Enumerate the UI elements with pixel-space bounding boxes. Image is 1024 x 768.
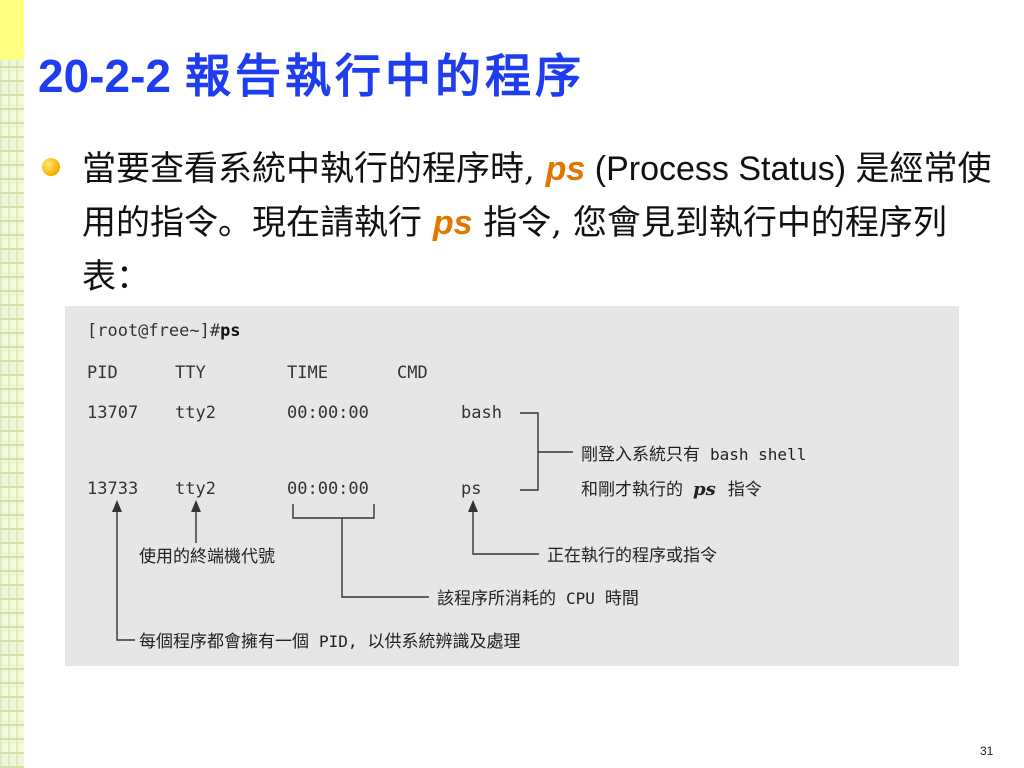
ps-command-highlight-2: ps	[432, 204, 473, 242]
bullet-dot-icon	[42, 158, 60, 176]
right-annotation-cn: 剛登入系統只有	[581, 445, 700, 465]
bullet-text-part3: 是經常使用的指令。現在請執行	[82, 149, 992, 243]
header-tty: TTY	[175, 363, 206, 383]
time-bracket	[292, 504, 375, 519]
title-text: 報告執行中的程序	[184, 49, 585, 103]
right-annotation2-end: 指令	[728, 480, 762, 500]
pid-annotation-mono: PID,	[319, 632, 358, 651]
pid-annotation-cn: 每個程序都會擁有一個	[139, 632, 309, 652]
pid-arrow	[116, 506, 135, 641]
right-annotation-mono: bash shell	[710, 445, 806, 464]
row2-time: 00:00:00	[287, 479, 369, 499]
tty-annotation: 使用的終端機代號	[139, 546, 275, 567]
cmd-arrow	[472, 506, 539, 555]
right-annotation2-ps: ps	[693, 479, 716, 500]
bullet-text-part4: 指令, 您會見到執行中的程序列表：	[82, 203, 947, 297]
bullet-text-part2: (Process Status)	[585, 150, 856, 188]
page-number: 31	[980, 744, 994, 758]
pid-annotation-end: 以供系統辨識及處理	[368, 632, 521, 652]
right-annotation-line2: 和剛才執行的 ps 指令	[581, 479, 762, 500]
right-annotation-line1: 剛登入系統只有 bash shell	[581, 445, 806, 465]
row1-time: 00:00:00	[287, 403, 369, 423]
time-annotation-mono: CPU	[566, 589, 595, 608]
time-annotation-end: 時間	[605, 589, 639, 609]
ps-output-figure: [root@free~]#ps PID TTY TIME CMD 13707 t…	[65, 306, 959, 666]
tty-arrowhead-icon	[191, 500, 201, 512]
header-time: TIME	[287, 363, 328, 383]
row2-cmd: ps	[461, 479, 481, 499]
bullet-text-part1: 當要查看系統中執行的程序時,	[82, 149, 546, 189]
time-annotation-cn: 該程序所消耗的	[437, 589, 556, 609]
ps-command-highlight: ps	[545, 150, 586, 188]
decorative-left-stripe	[0, 0, 24, 768]
row1-cmd: bash	[461, 403, 502, 423]
header-pid: PID	[87, 363, 118, 383]
pid-annotation: 每個程序都會擁有一個 PID, 以供系統辨識及處理	[139, 632, 521, 652]
prompt-line: [root@free~]#ps	[87, 321, 241, 341]
cmd-annotation: 正在執行的程序或指令	[547, 546, 717, 566]
row2-pid: 13733	[87, 479, 138, 499]
row2-tty: tty2	[175, 479, 216, 499]
ps-output-diagram: [root@free~]#ps PID TTY TIME CMD 13707 t…	[87, 321, 806, 652]
right-annotation2-cn: 和剛才執行的	[581, 480, 683, 500]
decorative-top-block	[0, 0, 24, 60]
header-cmd: CMD	[397, 363, 428, 383]
bullet-paragraph: 當要查看系統中執行的程序時, ps (Process Status) 是經常使用…	[82, 142, 1012, 304]
pid-arrowhead-icon	[112, 500, 122, 512]
title-number: 20-2-2	[38, 50, 171, 102]
row1-pid: 13707	[87, 403, 138, 423]
cmd-arrowhead-icon	[468, 500, 478, 512]
prompt-command: ps	[220, 321, 240, 341]
prompt-text: [root@free~]#	[87, 321, 221, 341]
time-connector	[341, 518, 429, 598]
row1-tty: tty2	[175, 403, 216, 423]
cmd-bracket	[520, 412, 539, 491]
time-annotation: 該程序所消耗的 CPU 時間	[437, 589, 639, 609]
